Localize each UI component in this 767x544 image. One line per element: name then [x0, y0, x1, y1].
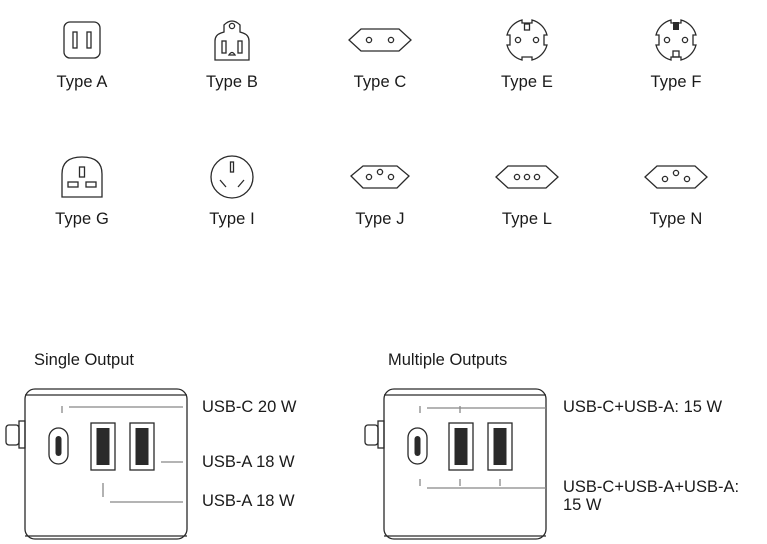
- type-b-plug-icon: [214, 20, 250, 61]
- single-usb-a-port-1: [90, 422, 116, 471]
- plug-type-b: Type B: [167, 15, 297, 92]
- plug-type-l: Type L: [462, 152, 592, 229]
- plug-type-i: Type I: [167, 152, 297, 229]
- plug-type-e: Type E: [462, 15, 592, 92]
- single-usb-a-label-2: USB-A 18 W: [202, 492, 295, 510]
- type-a-plug-icon: [63, 21, 101, 59]
- single-usb-a-port-2: [129, 422, 155, 471]
- single-leader-lines: [61, 406, 183, 503]
- type-e-plug-icon: [506, 19, 548, 61]
- single-output-title: Single Output: [34, 351, 134, 369]
- multiple-outputs-title: Multiple Outputs: [388, 351, 508, 369]
- plug-type-f: Type F: [611, 15, 741, 92]
- type-a-label: Type A: [56, 73, 108, 91]
- type-e-label: Type E: [501, 73, 553, 91]
- type-i-plug-icon: [210, 155, 254, 199]
- plug-type-n: Type N: [611, 152, 741, 229]
- single-usb-c-port: [48, 427, 69, 465]
- multi-usb-c-usb-a-label: USB-C+USB-A: 15 W: [563, 398, 723, 416]
- multi-usb-a-port-2: [487, 422, 513, 471]
- multi-side-knob: [364, 420, 385, 449]
- type-j-label: Type J: [355, 210, 405, 228]
- type-j-plug-icon: [350, 165, 410, 189]
- type-g-label: Type G: [55, 210, 109, 228]
- type-f-plug-icon: [655, 19, 697, 61]
- single-usb-c-label: USB-C 20 W: [202, 398, 297, 416]
- plug-type-c: Type C: [315, 15, 445, 92]
- multi-usb-c-port: [407, 427, 428, 465]
- plug-type-g: Type G: [17, 152, 147, 229]
- type-b-label: Type B: [206, 73, 258, 91]
- multi-device-body: [383, 388, 547, 540]
- multi-leader-lines: [419, 406, 546, 489]
- single-side-knob: [5, 420, 26, 449]
- type-n-plug-icon: [644, 165, 708, 189]
- type-c-plug-icon: [348, 28, 412, 52]
- multi-usb-a-port-1: [448, 422, 474, 471]
- plug-type-a: Type A: [17, 15, 147, 92]
- type-c-label: Type C: [353, 73, 407, 91]
- multi-usb-c-usb-a-usb-a-label: USB-C+USB-A+USB-A:: [563, 478, 740, 496]
- type-g-plug-icon: [61, 156, 103, 198]
- plug-type-j: Type J: [315, 152, 445, 229]
- single-usb-a-label-1: USB-A 18 W: [202, 453, 295, 471]
- type-l-plug-icon: [495, 165, 559, 189]
- type-n-label: Type N: [649, 210, 703, 228]
- type-f-label: Type F: [650, 73, 702, 91]
- multi-usb-c-usb-a-usb-a-value: 15 W: [563, 496, 602, 514]
- single-device-body: [24, 388, 188, 540]
- type-i-label: Type I: [209, 210, 255, 228]
- type-l-label: Type L: [501, 210, 553, 228]
